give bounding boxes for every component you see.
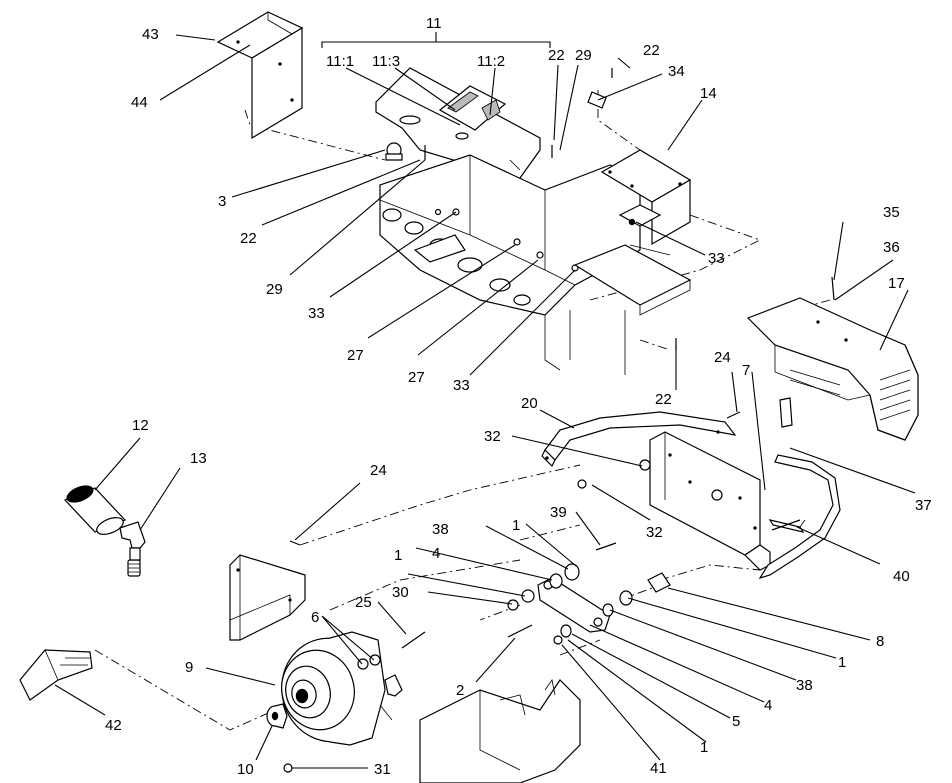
mount-plate [573,244,692,316]
callout-11-3: 11:3 [372,53,400,70]
callout-4-a: 4 [432,545,440,562]
callout-35: 35 [883,204,900,221]
callout-37: 37 [915,497,932,514]
hood-vents [789,369,911,421]
callout-22-b: 22 [643,42,660,59]
callout-43: 43 [142,26,159,43]
callout-17: 17 [888,275,905,292]
callout-33-b: 33 [453,377,470,394]
mount-bracket-left [229,554,306,641]
callout-33-a: 33 [308,305,325,322]
deck-fragment [419,679,581,783]
callout-1-b: 1 [394,547,402,564]
callout-34: 34 [668,63,685,80]
callout-22-a: 22 [548,47,565,64]
callout-44: 44 [131,94,148,111]
callout-3: 3 [218,193,226,210]
callout-6: 6 [311,609,319,626]
callout-24-b: 24 [370,462,387,479]
callout-25: 25 [355,594,372,611]
callout-33-c: 33 [708,250,725,267]
callout-32-a: 32 [484,428,501,445]
clutch-9 [281,631,403,746]
callout-32-b: 32 [646,524,663,541]
grip-12 [63,485,127,535]
callout-1-a: 1 [512,517,520,534]
callout-2: 2 [456,682,464,699]
callout-11-1: 11:1 [326,53,354,70]
leader-lines [54,32,916,769]
callout-36: 36 [883,239,900,256]
control-panel-11 [375,67,541,186]
callout-12: 12 [132,417,149,434]
strap-40 [758,454,841,580]
callout-29-a: 29 [575,47,592,64]
callout-11: 11 [426,15,442,32]
callout-42: 42 [105,717,122,734]
callout-39: 39 [550,504,567,521]
callout-10: 10 [237,761,254,778]
callout-31: 31 [374,761,391,778]
elbow-fitting-13 [119,521,146,577]
callout-14: 14 [700,85,717,102]
callout-20: 20 [521,395,538,412]
callout-22-d: 22 [655,391,672,408]
belt-guard-20 [541,411,737,468]
bolts [289,68,835,649]
callout-24-a: 24 [714,349,731,366]
callout-38-b: 38 [796,677,813,694]
callout-13: 13 [190,450,207,467]
spacer-10 [266,703,288,729]
callout-22-c: 22 [240,230,257,247]
bracket-43-44 [216,11,304,140]
callout-11-2: 11:2 [477,53,505,70]
bracket-7 [649,431,771,571]
callout-7: 7 [742,362,750,379]
shaft-42 [19,649,93,701]
callout-labels: 43 44 11 11:1 11:3 11:2 22 29 22 34 14 3… [105,15,932,778]
link-5 [537,577,611,633]
small-hardware [283,142,671,773]
callout-29-b: 29 [266,281,283,298]
central-frame [379,154,641,375]
callout-27-b: 27 [408,369,425,386]
callout-41: 41 [650,760,667,777]
callout-9: 9 [185,659,193,676]
callout-40: 40 [893,568,910,585]
callout-38-a: 38 [432,521,449,538]
callout-30: 30 [392,584,409,601]
callout-1-d: 1 [700,739,708,756]
callout-5: 5 [732,713,740,730]
hood-17 [746,297,919,441]
bracket-14 [600,149,692,246]
callout-4-b: 4 [764,697,772,714]
callout-8: 8 [876,633,884,650]
callout-1-c: 1 [838,654,846,671]
callout-27-a: 27 [347,347,364,364]
